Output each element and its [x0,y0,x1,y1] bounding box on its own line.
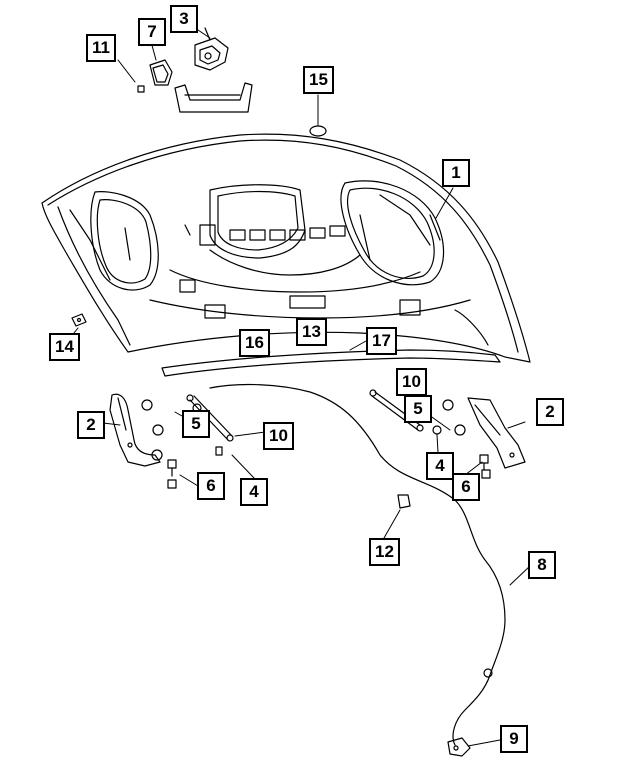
callout-10-left: 10 [263,422,294,450]
callout-8: 8 [528,551,556,579]
callout-4-right: 4 [426,452,454,480]
callout-1: 1 [442,159,470,187]
callout-7: 7 [138,18,166,46]
callout-10-right: 10 [396,368,427,396]
hood-seal [161,349,501,377]
hood-latch [194,27,229,71]
cable-clip [397,494,411,509]
callout-4-left: 4 [240,478,268,506]
callout-2-right: 2 [536,398,564,426]
release-handle [447,737,471,757]
callout-3: 3 [170,5,198,33]
callout-6-right: 6 [452,473,480,501]
callout-14: 14 [49,333,80,361]
callout-15: 15 [303,66,334,94]
hinge-nuts [141,399,466,461]
callout-5-right: 5 [404,395,432,423]
callout-6-left: 6 [197,472,225,500]
callout-9: 9 [500,725,528,753]
hood-panel [41,133,531,363]
callout-11: 11 [86,34,116,62]
latch-bracket [149,59,173,86]
hood-release-cable [209,383,506,746]
callout-16: 16 [239,329,270,357]
right-hinge [467,397,526,469]
left-hinge [109,393,161,467]
plug [309,125,327,137]
callout-12: 12 [369,538,400,566]
leader-lines [69,29,532,747]
callout-5-left: 5 [182,410,210,438]
hinge-bolts [167,446,491,489]
bumper-clip [71,313,87,327]
callout-17: 17 [366,327,397,355]
callout-13: 13 [296,318,327,346]
callout-2-left: 2 [77,411,105,439]
latch-support-bracket [174,82,253,113]
latch-bolt [137,85,145,93]
